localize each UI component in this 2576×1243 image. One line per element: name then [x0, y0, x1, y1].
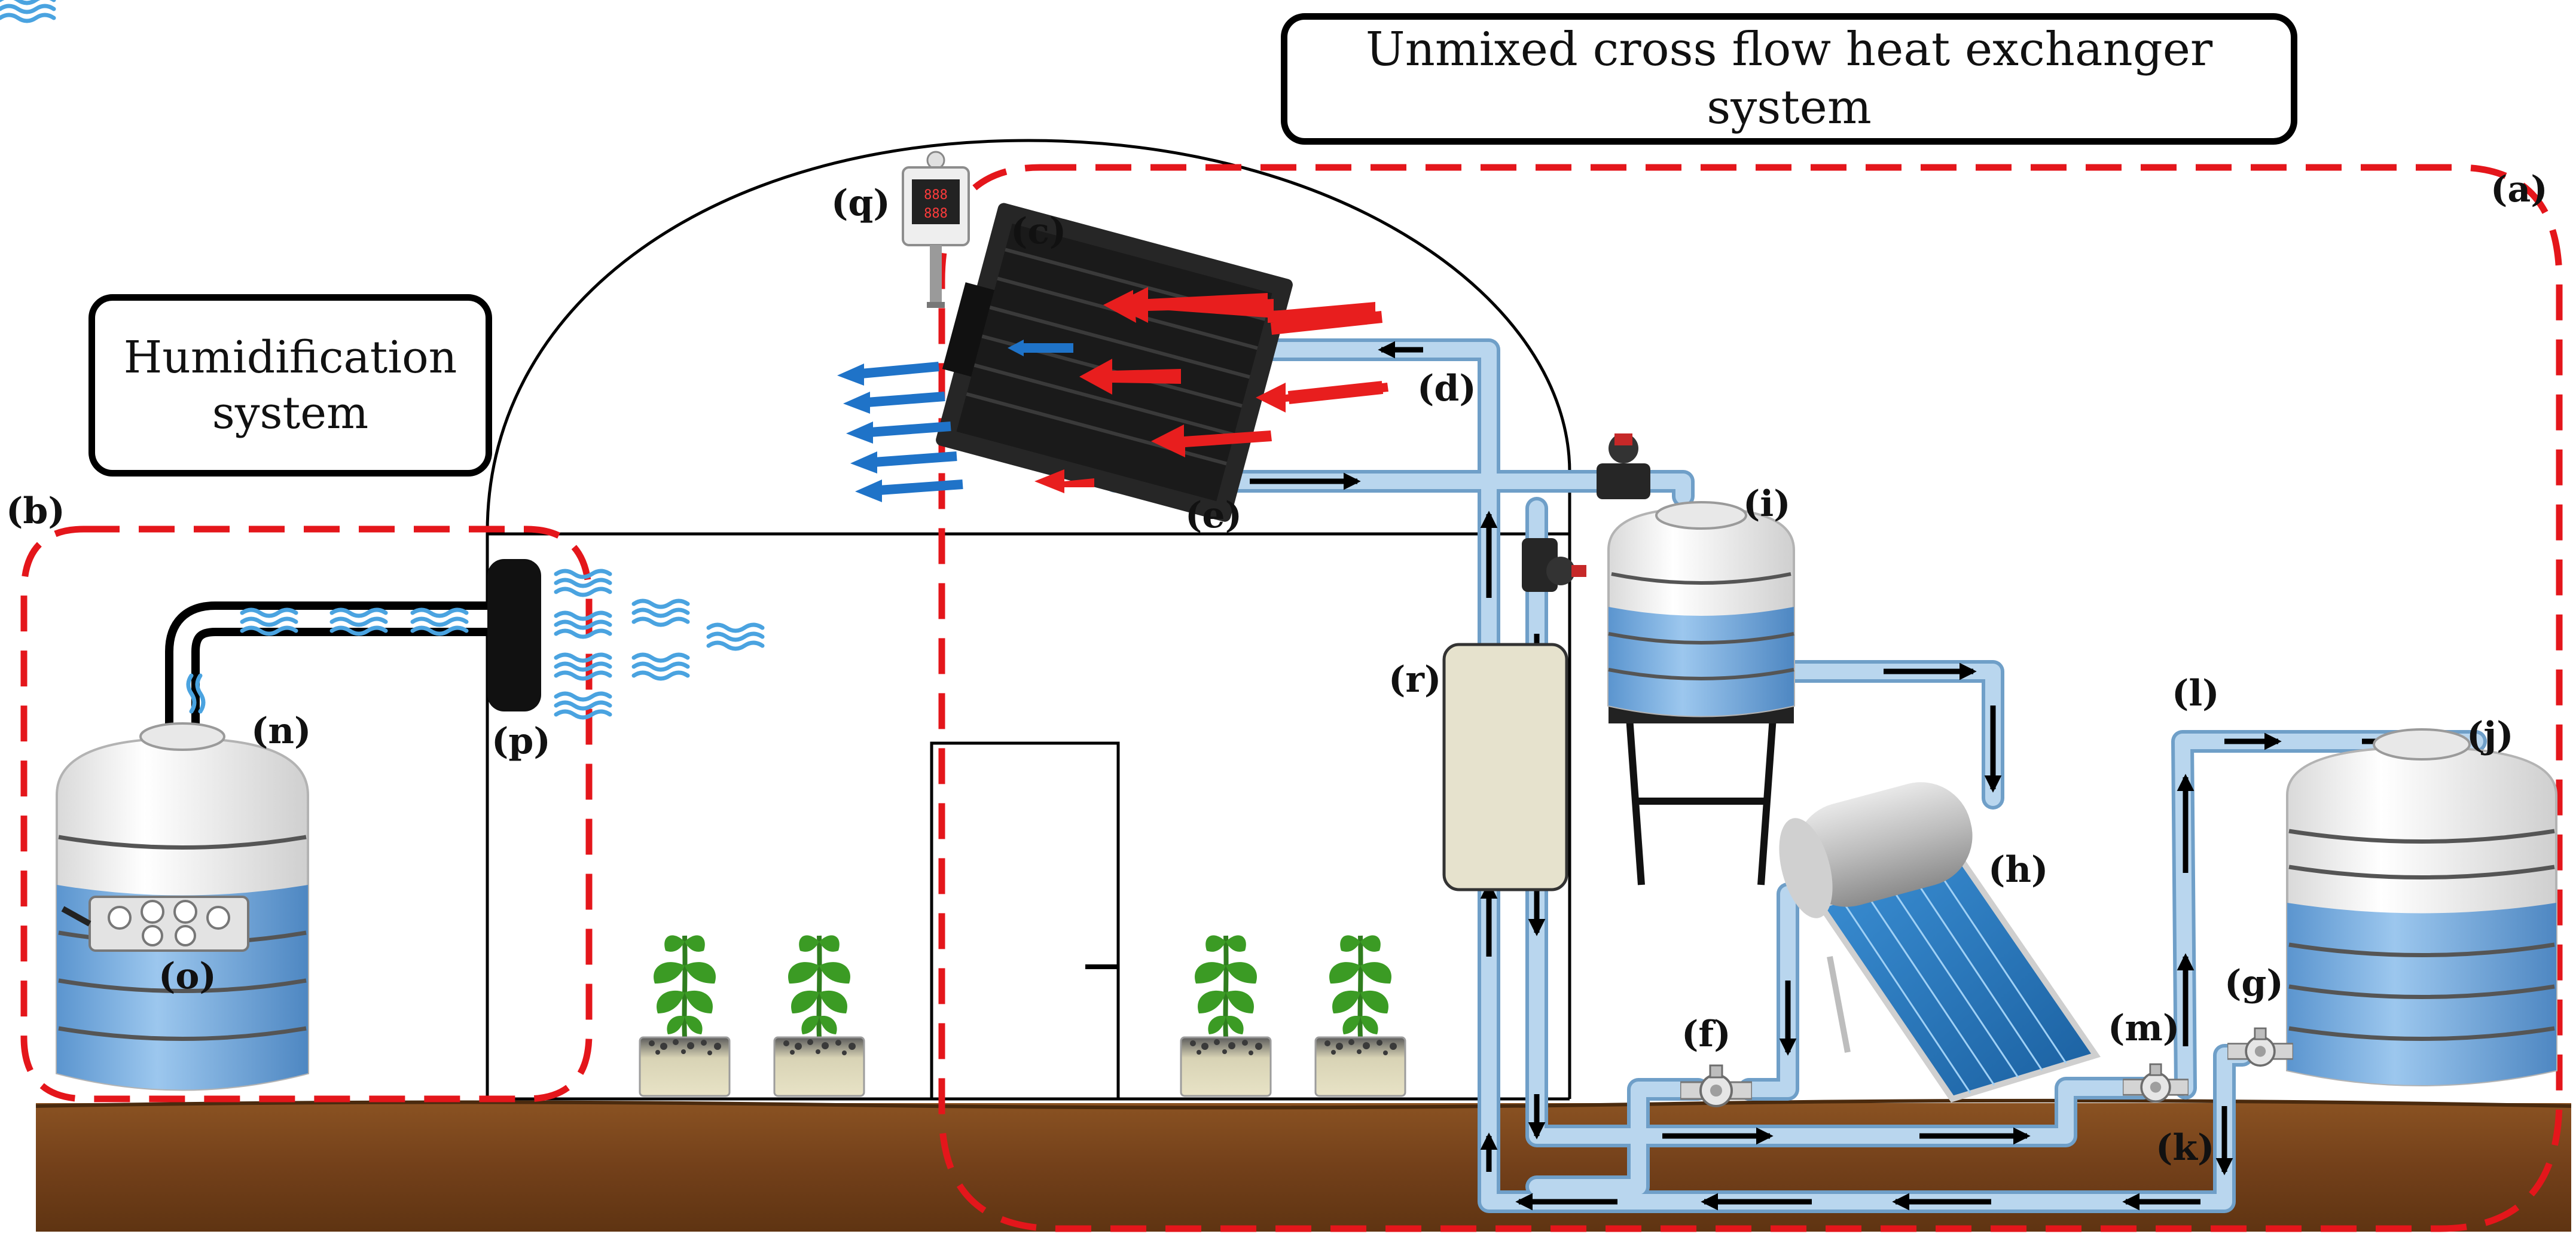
plant-3 [1181, 935, 1271, 1096]
label-d: (d) [1417, 368, 1476, 410]
circulation-pump-upper [1597, 433, 1650, 499]
sensor-reading-top: 888 [924, 188, 948, 203]
storage-tank-i [1607, 501, 1795, 885]
label-q: (q) [831, 182, 890, 224]
cold-air-arrows [837, 340, 1073, 502]
label-a: (a) [2490, 169, 2548, 210]
sensor-reading-bottom: 888 [924, 206, 948, 221]
water-pipes [1059, 338, 2487, 1213]
mist-nozzle-p [487, 559, 541, 711]
label-k: (k) [2156, 1127, 2215, 1169]
temperature-humidity-sensor [902, 151, 970, 308]
label-e: (e) [1185, 494, 1242, 536]
label-i: (i) [1743, 483, 1791, 525]
label-r: (r) [1388, 659, 1442, 701]
label-j: (j) [2467, 714, 2514, 756]
greenhouse [486, 139, 1571, 1101]
humidifier-duct [165, 601, 496, 729]
label-m: (m) [2108, 1007, 2180, 1049]
label-g: (g) [2224, 963, 2284, 1004]
humid-air-waves [0, 0, 762, 717]
plant-4 [1316, 935, 1405, 1096]
radiator-heat-exchanger [936, 203, 1293, 522]
control-panel [1442, 643, 1568, 891]
label-p: (p) [492, 720, 551, 762]
label-n: (n) [251, 710, 312, 752]
hot-air-arrows-main [1279, 303, 1384, 404]
plant-2 [774, 935, 864, 1096]
storage-tank-j [2286, 728, 2557, 1086]
greenhouse-door [930, 741, 1120, 1099]
label-h: (h) [1988, 849, 2049, 891]
label-l: (l) [2172, 673, 2220, 714]
plant-1 [640, 935, 730, 1096]
humidification-system-title: Humidification system [88, 294, 492, 477]
label-c: (c) [1011, 210, 1067, 252]
solar-water-heater [1779, 782, 2101, 1102]
label-o: (o) [158, 955, 216, 997]
heat-exchanger-system-title: Unmixed cross flow heat exchanger system [1281, 13, 2297, 145]
boundary-b [20, 526, 593, 1102]
label-b: (b) [6, 490, 65, 532]
label-f: (f) [1681, 1013, 1731, 1055]
ultrasonic-mist-maker-o [61, 896, 249, 952]
circulation-pump-lower [1522, 538, 1586, 592]
